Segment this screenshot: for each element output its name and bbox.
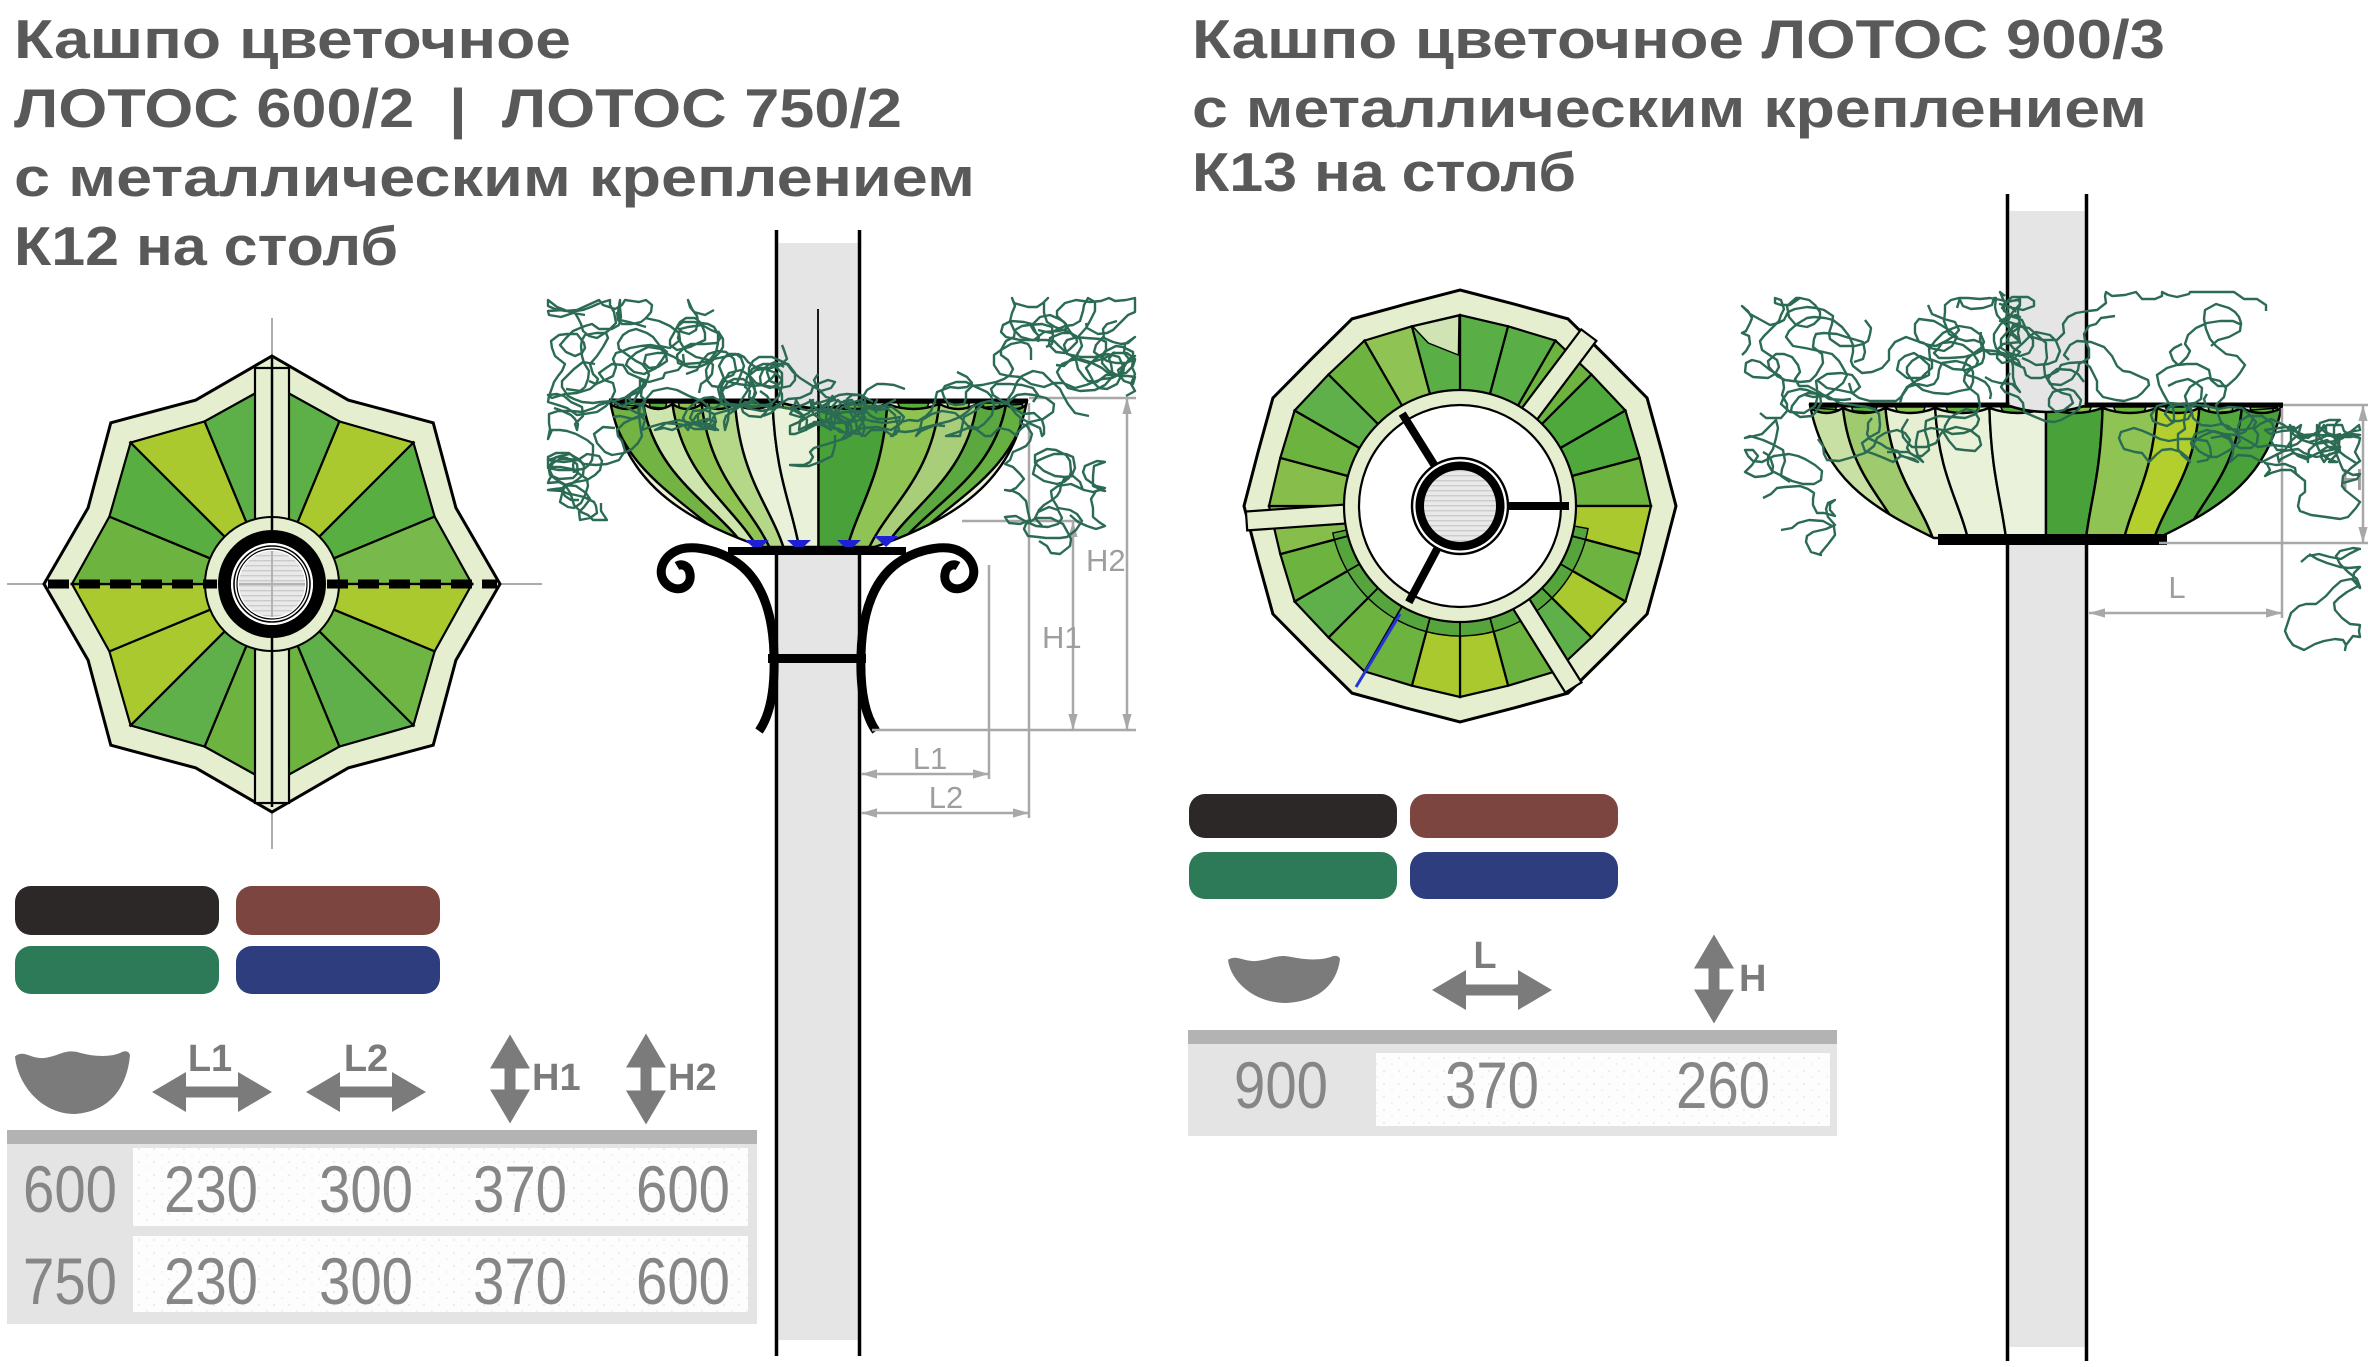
svg-text:H2: H2 <box>668 1057 717 1099</box>
svg-text:К13 на столб: К13 на столб <box>1192 141 1576 203</box>
svg-text:900: 900 <box>1234 1048 1328 1122</box>
svg-text:L: L <box>2168 570 2185 605</box>
svg-text:300: 300 <box>319 1152 413 1226</box>
svg-text:260: 260 <box>1676 1048 1770 1122</box>
svg-text:L1: L1 <box>188 1038 232 1080</box>
svg-text:Кашпо цветочное ЛОТОС 900/3: Кашпо цветочное ЛОТОС 900/3 <box>1192 8 2165 70</box>
svg-text:H1: H1 <box>1042 620 1082 655</box>
svg-text:750: 750 <box>23 1244 117 1318</box>
svg-text:300: 300 <box>319 1244 413 1318</box>
svg-text:H: H <box>1739 958 1766 1000</box>
svg-text:370: 370 <box>473 1244 567 1318</box>
svg-text:с металлическим креплением: с металлическим креплением <box>1192 77 2147 139</box>
svg-text:L1: L1 <box>913 741 947 776</box>
svg-text:H1: H1 <box>532 1057 581 1099</box>
svg-text:230: 230 <box>164 1244 258 1318</box>
svg-text:ЛОТОС 600/2 | ЛОТОС 750/2: ЛОТОС 600/2 | ЛОТОС 750/2 <box>14 77 902 140</box>
svg-text:L: L <box>1473 935 1496 977</box>
svg-text:H2: H2 <box>1086 543 1126 578</box>
svg-text:Кашпо цветочное: Кашпо цветочное <box>14 8 571 70</box>
svg-text:К12 на столб: К12 на столб <box>14 215 398 277</box>
svg-text:600: 600 <box>23 1152 117 1226</box>
svg-text:L2: L2 <box>929 780 963 815</box>
svg-text:600: 600 <box>636 1152 730 1226</box>
svg-text:L2: L2 <box>344 1038 388 1080</box>
svg-text:370: 370 <box>1445 1048 1539 1122</box>
svg-text:с металлическим креплением: с металлическим креплением <box>14 146 975 208</box>
svg-text:600: 600 <box>636 1244 730 1318</box>
svg-text:370: 370 <box>473 1152 567 1226</box>
svg-text:230: 230 <box>164 1152 258 1226</box>
